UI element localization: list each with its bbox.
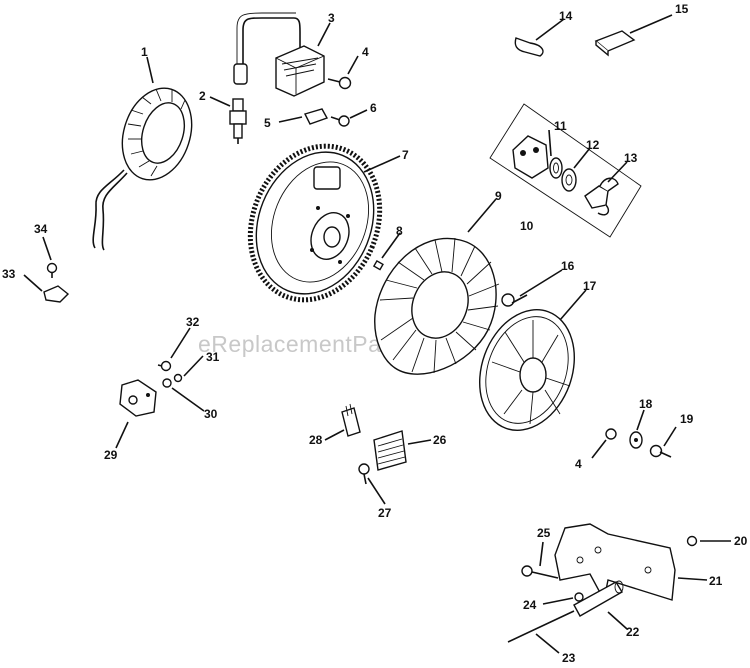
part-spacer-22[interactable] bbox=[573, 580, 624, 617]
callout-18: 18 bbox=[639, 397, 653, 411]
part-stud-23[interactable] bbox=[507, 610, 575, 643]
part-screw-32[interactable] bbox=[157, 360, 172, 372]
callout-7: 7 bbox=[402, 148, 409, 162]
callout-14: 14 bbox=[559, 9, 573, 23]
part-screen[interactable] bbox=[464, 296, 591, 443]
callout-20: 20 bbox=[734, 534, 748, 548]
callout-19: 19 bbox=[680, 412, 694, 426]
callout-3: 3 bbox=[328, 11, 335, 25]
callout-23: 23 bbox=[562, 651, 576, 665]
part-washer-30[interactable] bbox=[162, 378, 172, 388]
callout-28: 28 bbox=[309, 433, 323, 447]
callout-2: 2 bbox=[199, 89, 206, 103]
part-mount-bracket-21[interactable] bbox=[554, 523, 676, 603]
callout-4-top: 4 bbox=[362, 45, 369, 59]
part-screw-34[interactable] bbox=[46, 262, 58, 279]
leader-lines bbox=[23, 14, 731, 654]
part-washer-24[interactable] bbox=[574, 592, 584, 602]
callout-11: 11 bbox=[554, 119, 567, 133]
part-screw-19[interactable] bbox=[649, 444, 672, 458]
part-starter-cup-group[interactable] bbox=[489, 103, 642, 238]
part-nut-31[interactable] bbox=[173, 373, 183, 383]
callout-30: 30 bbox=[204, 407, 218, 421]
callout-4-bottom: 4 bbox=[575, 457, 582, 471]
callout-1: 1 bbox=[141, 45, 148, 59]
part-screw-4-top[interactable] bbox=[327, 76, 352, 90]
callout-10: 10 bbox=[520, 219, 534, 233]
callout-9: 9 bbox=[495, 189, 502, 203]
part-connector-15[interactable] bbox=[594, 30, 636, 57]
part-key-8[interactable] bbox=[372, 259, 384, 271]
part-connector-33[interactable] bbox=[43, 285, 70, 303]
callout-31: 31 bbox=[206, 350, 220, 364]
callout-17: 17 bbox=[583, 279, 597, 293]
callout-16: 16 bbox=[561, 259, 575, 273]
callout-32: 32 bbox=[186, 315, 200, 329]
part-screw-27[interactable] bbox=[358, 463, 370, 485]
callout-6: 6 bbox=[370, 101, 377, 115]
part-flywheel[interactable] bbox=[228, 127, 402, 320]
callout-34: 34 bbox=[34, 222, 48, 236]
callout-27: 27 bbox=[378, 506, 392, 520]
callout-25: 25 bbox=[537, 526, 551, 540]
part-screw-6[interactable] bbox=[330, 115, 350, 127]
part-bolt-25[interactable] bbox=[521, 565, 559, 579]
callout-24: 24 bbox=[523, 598, 537, 612]
part-nut-4-bottom[interactable] bbox=[605, 428, 617, 440]
part-ignition-module[interactable] bbox=[233, 12, 325, 97]
part-washer-18[interactable] bbox=[629, 431, 643, 449]
part-wing-nut[interactable] bbox=[584, 177, 619, 216]
callout-13: 13 bbox=[624, 151, 638, 165]
callout-15: 15 bbox=[675, 2, 689, 16]
callout-33: 33 bbox=[2, 267, 16, 281]
part-clip-5[interactable] bbox=[303, 108, 329, 125]
part-screw-16[interactable] bbox=[501, 293, 528, 307]
callout-26: 26 bbox=[433, 433, 447, 447]
part-sensor-bracket[interactable] bbox=[119, 379, 157, 417]
callout-21: 21 bbox=[709, 574, 723, 588]
part-nut-20[interactable] bbox=[686, 535, 698, 547]
callout-22: 22 bbox=[626, 625, 640, 639]
callout-29: 29 bbox=[104, 448, 118, 462]
part-rectifier[interactable] bbox=[373, 430, 407, 471]
part-fan[interactable] bbox=[374, 237, 500, 375]
part-bracket-28[interactable] bbox=[341, 403, 361, 437]
part-clip-14[interactable] bbox=[514, 37, 544, 57]
callout-12: 12 bbox=[586, 138, 600, 152]
part-stator[interactable] bbox=[92, 79, 203, 251]
callout-8: 8 bbox=[396, 224, 403, 238]
part-spark-plug[interactable] bbox=[229, 98, 247, 144]
callout-5: 5 bbox=[264, 116, 271, 130]
